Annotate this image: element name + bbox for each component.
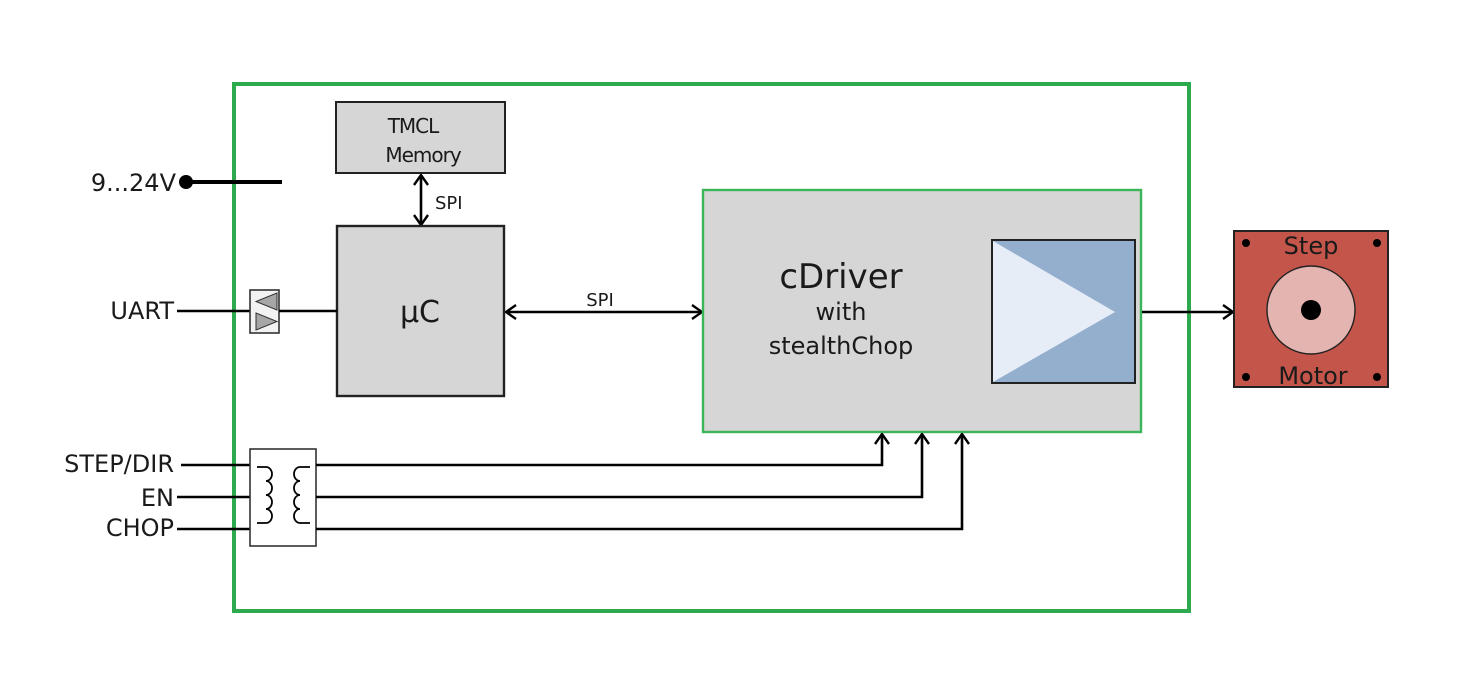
stepper-motor: Step Motor [1233,230,1389,390]
chop-signal-line [316,434,962,531]
optocoupler-isolation-icon [249,448,317,547]
power-label: 9...24V [91,169,177,197]
spi-label-driver: SPI [586,290,614,311]
spi-bus-memory-mcu: SPI [421,175,463,225]
amplifier-icon [991,239,1136,384]
en-signal-line [316,434,922,499]
motor-screw-hole [1373,373,1381,381]
driver-subtitle-with: with [816,298,867,326]
motor-label-step: Step [1284,232,1339,260]
power-terminal-dot [179,175,193,189]
uart-label: UART [110,297,174,325]
en-label: EN [141,484,174,512]
uart-interface: UART [110,289,337,334]
module-border [232,82,1191,613]
motor-screw-hole [1373,239,1381,247]
memory-label-line1: TMCL [387,114,440,138]
digital-inputs: STEP/DIR EN CHOP [64,434,962,547]
mcu-label: µC [400,295,440,330]
motor-screw-hole [1242,373,1250,381]
step-dir-signal-line [316,434,882,467]
mcu-block: µC [335,224,506,398]
motor-label-motor: Motor [1278,362,1347,390]
driver-title: cDriver [779,257,902,297]
driver-block: cDriver with stealthChop [701,188,1143,434]
motor-screw-hole [1242,239,1250,247]
driver-subtitle-stealthchop: stealthChop [769,332,914,360]
memory-block: TMCL Memory [335,101,506,174]
spi-bus-mcu-driver: SPI [506,290,702,312]
motor-shaft [1301,300,1321,320]
power-input: 9...24V [91,169,282,197]
step-dir-label: STEP/DIR [64,450,174,478]
spi-label-memory: SPI [435,193,463,214]
chop-label: CHOP [106,514,174,542]
uart-transceiver-icon [249,289,280,334]
memory-label-line2: Memory [385,143,462,167]
